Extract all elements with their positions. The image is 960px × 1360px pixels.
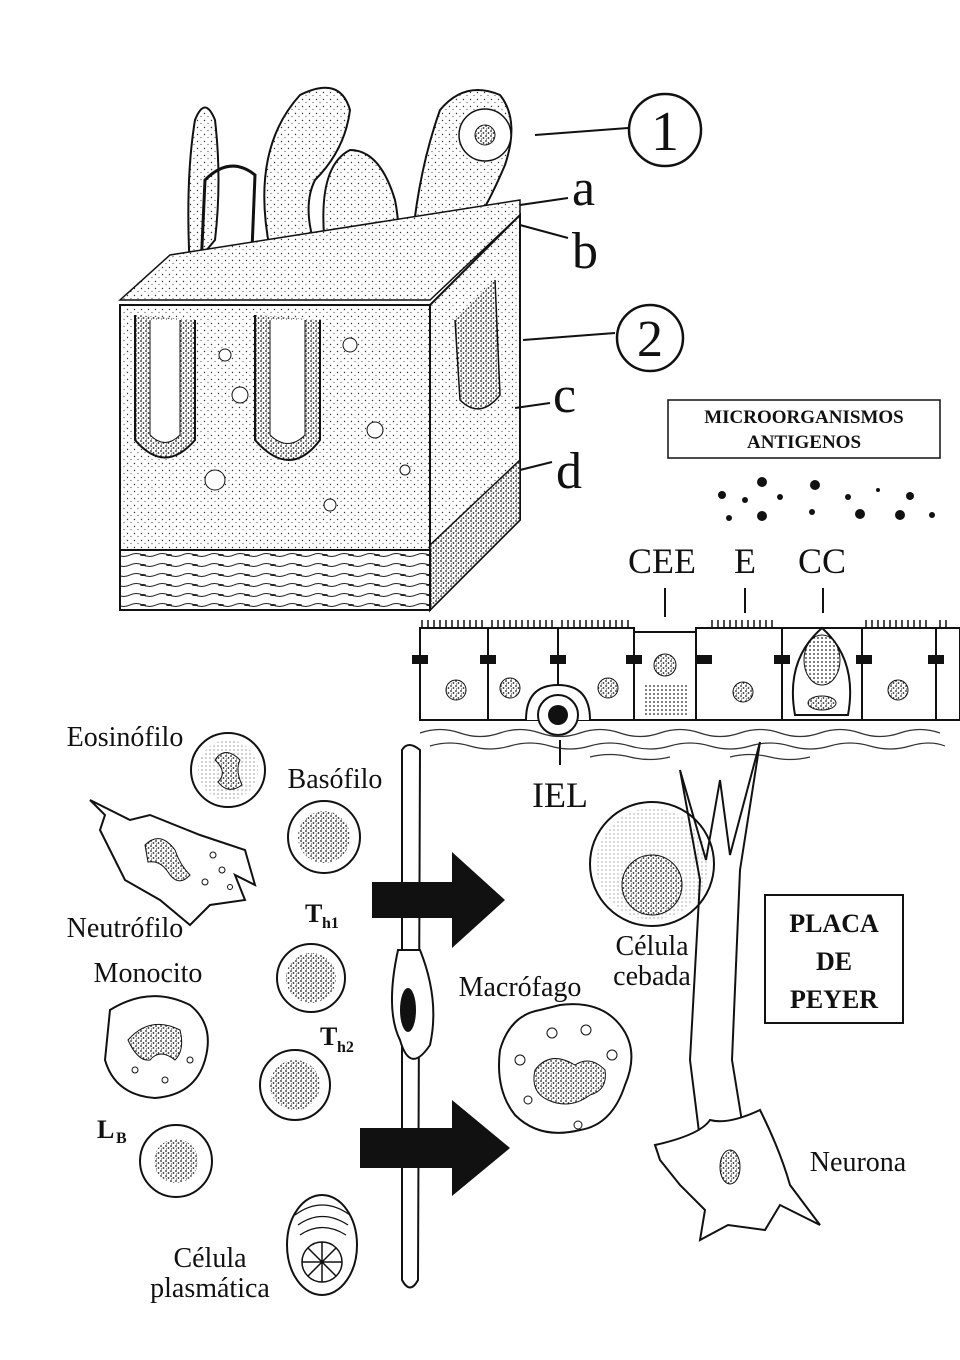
peyer-patch-box [764,894,904,1024]
macrophage-cell [498,1003,633,1134]
label-th2-sub: h2 [337,1039,354,1056]
antigen-box [667,399,941,459]
label-a: a [572,160,595,217]
enterocyte [419,620,489,721]
antigen-particles [718,477,935,521]
goblet-cell [781,626,863,721]
label-eosinofilo: Eosinófilo [67,722,184,753]
tight-junctions [412,655,944,664]
tissue-leader-lines [514,127,629,471]
label-macrofago: Macrófago [459,972,582,1003]
peyer-line3: PEYER [790,985,878,1014]
label-iel: IEL [532,775,588,815]
label-cee: CEE [628,541,696,581]
migration-arrow-upper[interactable] [372,852,505,948]
antigen-box-line2: ANTIGENOS [747,432,861,453]
neuron-nucleus [719,1149,741,1185]
label-d: d [556,443,582,500]
eosinophil-cell [190,732,266,808]
enterocyte [861,620,937,721]
label-c: c [553,367,576,424]
label-th1-main: T [305,899,322,928]
th2-lymphocyte [259,1049,331,1121]
label-th1-sub: h1 [322,915,339,932]
label-cebada-2: cebada [613,961,691,992]
block-muscle-layer [119,549,431,611]
basophil-cell [287,800,361,874]
label-plasmatica-1: Célula [173,1243,247,1274]
endothelial-nucleus [400,988,416,1032]
peyer-line2: DE [816,947,852,976]
enteroendocrine-cell [633,631,697,721]
intraepithelial-lymphocyte [525,683,591,736]
callout-1-circle [627,92,703,168]
label-th2-main: T [320,1022,337,1051]
villus-epithelium-cut [198,164,257,301]
label-plasmatica-2: plasmática [150,1273,270,1304]
label-monocito: Monocito [94,958,203,989]
label-lb-main: L [97,1115,114,1144]
label-cebada-1: Célula [615,931,689,962]
block-top-surface [118,199,521,301]
b-lymphocyte [139,1124,213,1198]
label-lb-sub: B [116,1130,127,1147]
neuron [653,741,821,1242]
label-neurona: Neurona [810,1147,907,1178]
label-basofilo: Basófilo [288,764,383,795]
monocyte-cell [103,995,209,1100]
villus-2 [263,86,352,262]
callout-2-circle [615,303,685,373]
peyer-line1: PLACA [789,909,879,938]
label-b: b [572,223,598,280]
plasma-cell [286,1194,358,1296]
epithelium [412,620,960,761]
enterocyte-e [695,620,783,721]
neutrophil-cell [89,799,257,927]
callout-2-text: 2 [637,311,663,368]
migration-arrow-lower[interactable] [360,1100,510,1196]
enterocyte [935,620,960,721]
lamina-propria-fibers [419,728,946,761]
crypt-3 [454,279,501,410]
antigen-box-line1: MICROORGANISMOS [704,407,904,428]
mast-cell [589,801,715,927]
label-e: E [734,541,756,581]
th1-lymphocyte [276,943,346,1013]
capillary-with-endothelial-cell [391,744,435,1289]
intestinal-wall-block [118,86,521,613]
label-cc: CC [798,541,846,581]
callout-1-text: 1 [651,101,679,163]
label-neutrofilo: Neutrófilo [67,913,184,944]
